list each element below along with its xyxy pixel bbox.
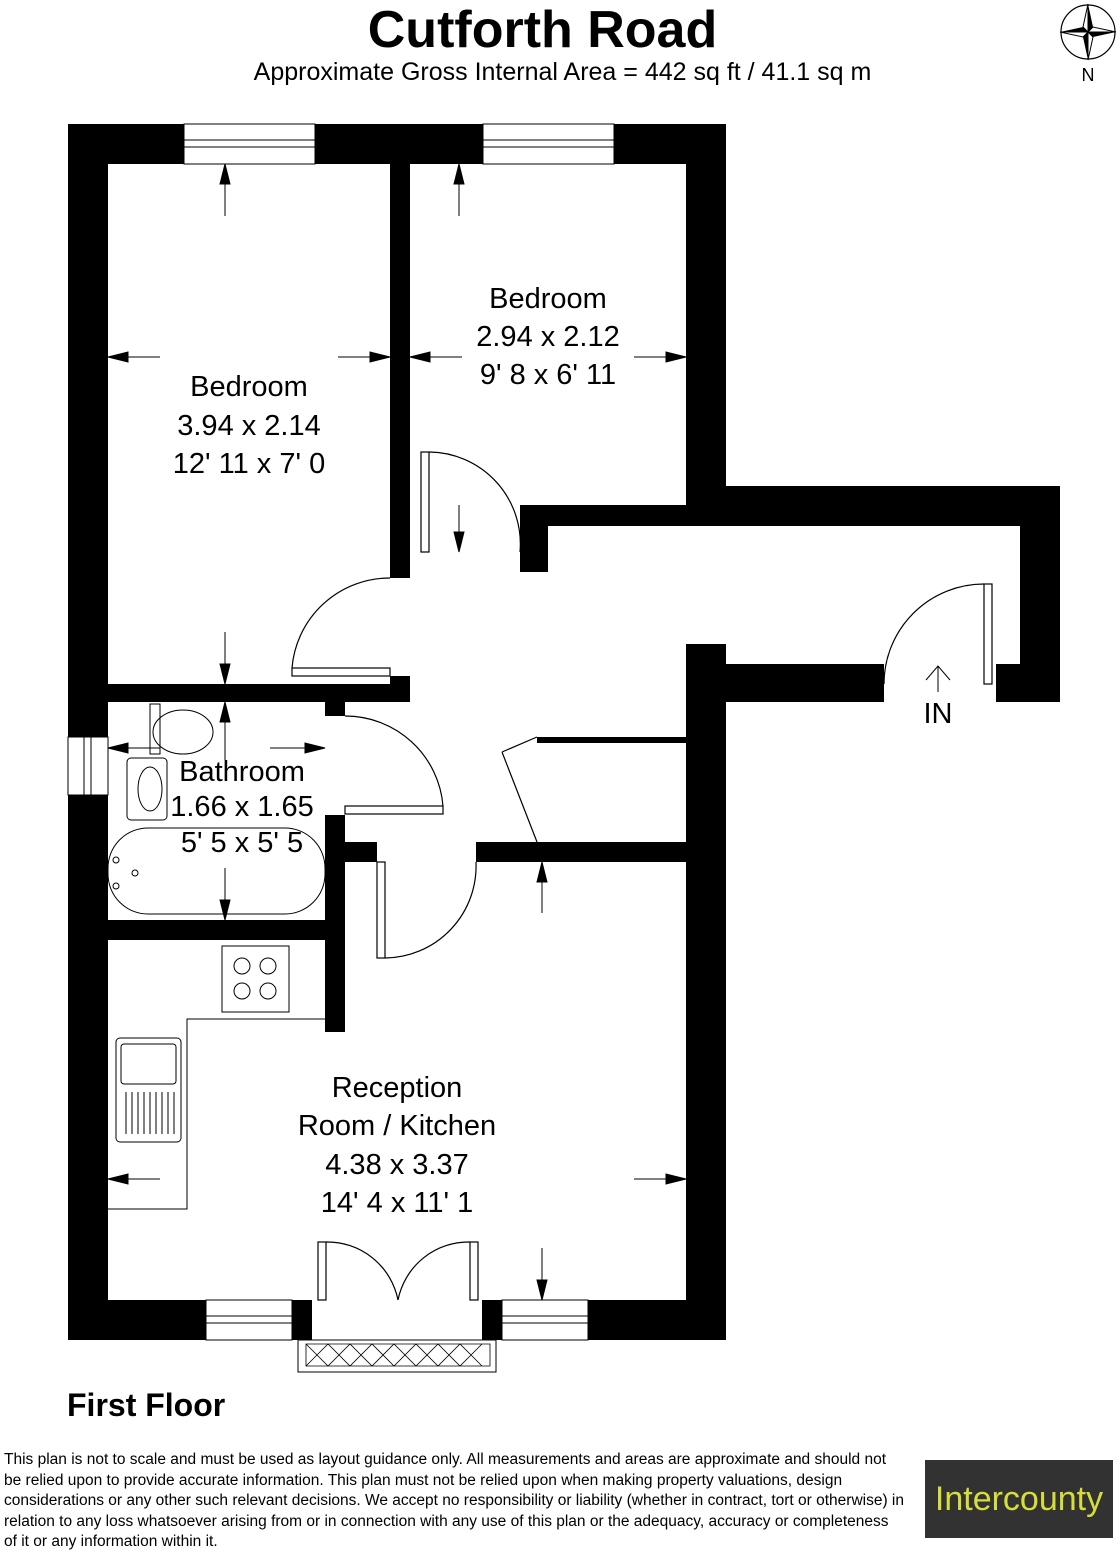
doors [291, 451, 993, 1301]
dimension-arrows [107, 163, 951, 1301]
svg-text:Bedroom: Bedroom [489, 283, 607, 315]
logo-text: Intercounty [934, 1479, 1104, 1518]
area-subtitle: Approximate Gross Internal Area = 442 sq… [253, 58, 872, 86]
room-reception-kitchen: Reception Room / Kitchen 4.38 x 3.37 14'… [298, 1072, 496, 1219]
windows [67, 123, 615, 1373]
svg-text:Reception: Reception [332, 1072, 463, 1104]
fixtures [107, 703, 326, 1210]
toilet-icon [152, 709, 214, 755]
room-bedroom-1: Bedroom 3.94 x 2.14 12' 11 x 7' 0 [173, 371, 325, 480]
walls [68, 124, 1060, 1340]
room-bathroom: Bathroom 1.66 x 1.65 5' 5 x 5' 5 [170, 756, 314, 859]
room-bedroom-2: Bedroom 2.94 x 2.12 9' 8 x 6' 11 [476, 283, 620, 391]
svg-text:12' 11 x 7' 0: 12' 11 x 7' 0 [173, 448, 325, 480]
svg-text:Room / Kitchen: Room / Kitchen [298, 1110, 496, 1142]
svg-text:3.94 x 2.14: 3.94 x 2.14 [177, 410, 321, 442]
floor-label: First Floor [67, 1387, 226, 1423]
svg-text:Bathroom: Bathroom [179, 756, 305, 788]
sink-icon [115, 1037, 182, 1143]
intercounty-logo: Intercounty [925, 1460, 1113, 1538]
svg-text:1.66 x 1.65: 1.66 x 1.65 [170, 791, 314, 823]
svg-text:5' 5 x 5' 5: 5' 5 x 5' 5 [181, 827, 303, 859]
svg-text:14' 4 x 11' 1: 14' 4 x 11' 1 [321, 1187, 473, 1219]
compass-icon [1059, 3, 1117, 61]
svg-text:9' 8 x 6' 11: 9' 8 x 6' 11 [480, 359, 616, 391]
hob-icon [221, 945, 290, 1013]
svg-text:Bedroom: Bedroom [190, 371, 308, 403]
entrance-label: IN [924, 698, 953, 730]
svg-text:2.94 x 2.12: 2.94 x 2.12 [476, 321, 620, 353]
basin-icon [126, 757, 168, 821]
bath-icon [107, 827, 326, 915]
disclaimer-text: This plan is not to scale and must be us… [4, 1451, 904, 1551]
svg-text:4.38 x 3.37: 4.38 x 3.37 [325, 1149, 469, 1181]
plan-title: Cutforth Road [367, 1, 718, 59]
compass-label: N [1082, 65, 1095, 85]
